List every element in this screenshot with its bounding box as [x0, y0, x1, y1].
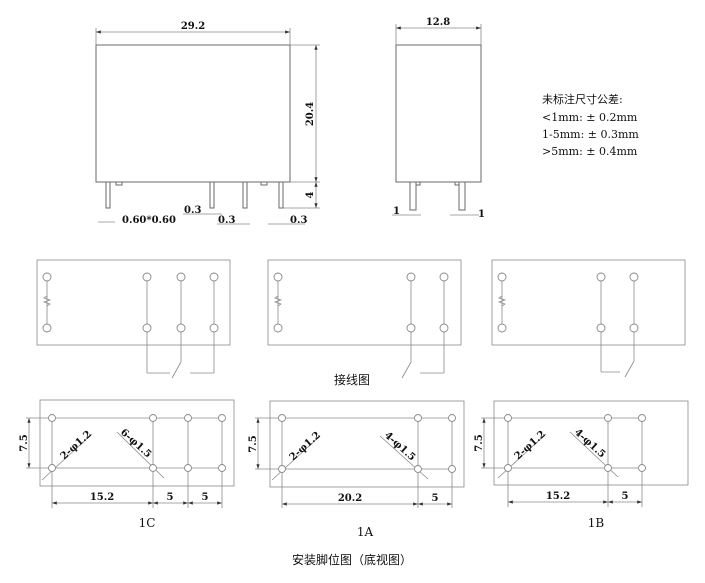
pin-length-label: 4: [305, 191, 316, 198]
gap-label-a: 0.3: [184, 205, 201, 216]
coil-hole-label: 2-φ1.2: [288, 430, 323, 463]
relay-body-front: [95, 44, 291, 183]
tolerance-line: <1mm: ± 0.2mm: [542, 111, 638, 124]
side-width-label: 12.8: [426, 17, 450, 28]
wiring-diagram-1c: [36, 259, 231, 379]
side-pin-right-label: 1: [478, 209, 485, 220]
contact-hole-label: 4-φ1.5: [382, 430, 417, 463]
height-label: 20.4: [305, 102, 316, 126]
gap-label-b: 0.3: [218, 215, 235, 226]
variant-label: 1C: [139, 516, 156, 530]
height-label: 7.5: [248, 435, 259, 452]
coil-icon: [273, 295, 283, 307]
tolerance-line: >5mm: ± 0.4mm: [542, 145, 638, 158]
side-view: 12.8 1 1: [392, 17, 485, 220]
relay-body-side: [395, 44, 482, 183]
mounting-1a: 7.5 2-φ1.2 4-φ1.5 20.2 5 1A: [248, 400, 465, 539]
dim-label: 20.2: [338, 493, 362, 504]
coil-icon: [42, 295, 52, 307]
dim-label: 15.2: [546, 491, 570, 502]
mounting-1c: 7.5 2-φ1.2 6-φ1.5 15.2 5 5 1C: [19, 399, 235, 530]
side-pin-left-label: 1: [393, 206, 400, 217]
variant-label: 1A: [357, 525, 374, 539]
wiring-title: 接线图: [334, 372, 370, 387]
wiring-diagram-1a: [267, 259, 462, 379]
pin-size-label: 0.60*0.60: [122, 215, 176, 226]
coil-icon: [497, 295, 507, 307]
pins: [105, 181, 284, 209]
wiring-diagram-1b: [491, 259, 686, 378]
width-label: 29.2: [181, 21, 205, 32]
mounting-title: 安装脚位图（底视图）: [292, 552, 412, 567]
dim-label: 5: [167, 492, 174, 503]
height-label: 7.5: [19, 434, 30, 451]
height-label: 7.5: [474, 434, 485, 451]
variant-label: 1B: [588, 516, 605, 530]
mounting-1b: 7.5 2-φ1.2 4-φ1.5 15.2 5 1B: [474, 400, 689, 530]
coil-hole-label: 2-φ1.2: [59, 429, 94, 462]
tolerance-line: 1-5mm: ± 0.3mm: [542, 128, 639, 141]
switch-contact: [171, 361, 182, 379]
coil-hole-label: 2-φ1.2: [513, 429, 548, 462]
tolerance-title: 未标注尺寸公差:: [542, 92, 623, 106]
contact-hole-label: 6-φ1.5: [118, 427, 153, 460]
gap-label-c: 0.3: [290, 215, 307, 226]
dim-label: 5: [622, 491, 629, 502]
front-view: 29.2 20.4 4 0.60*0.60 0.3 0.3 0.3: [95, 21, 320, 226]
tolerance-note: 未标注尺寸公差: <1mm: ± 0.2mm 1-5mm: ± 0.3mm >5…: [542, 92, 639, 158]
dim-label: 15.2: [90, 492, 114, 503]
dim-label: 5: [432, 493, 439, 504]
contact-hole-label: 4-φ1.5: [572, 427, 607, 460]
dim-label: 5: [202, 492, 209, 503]
